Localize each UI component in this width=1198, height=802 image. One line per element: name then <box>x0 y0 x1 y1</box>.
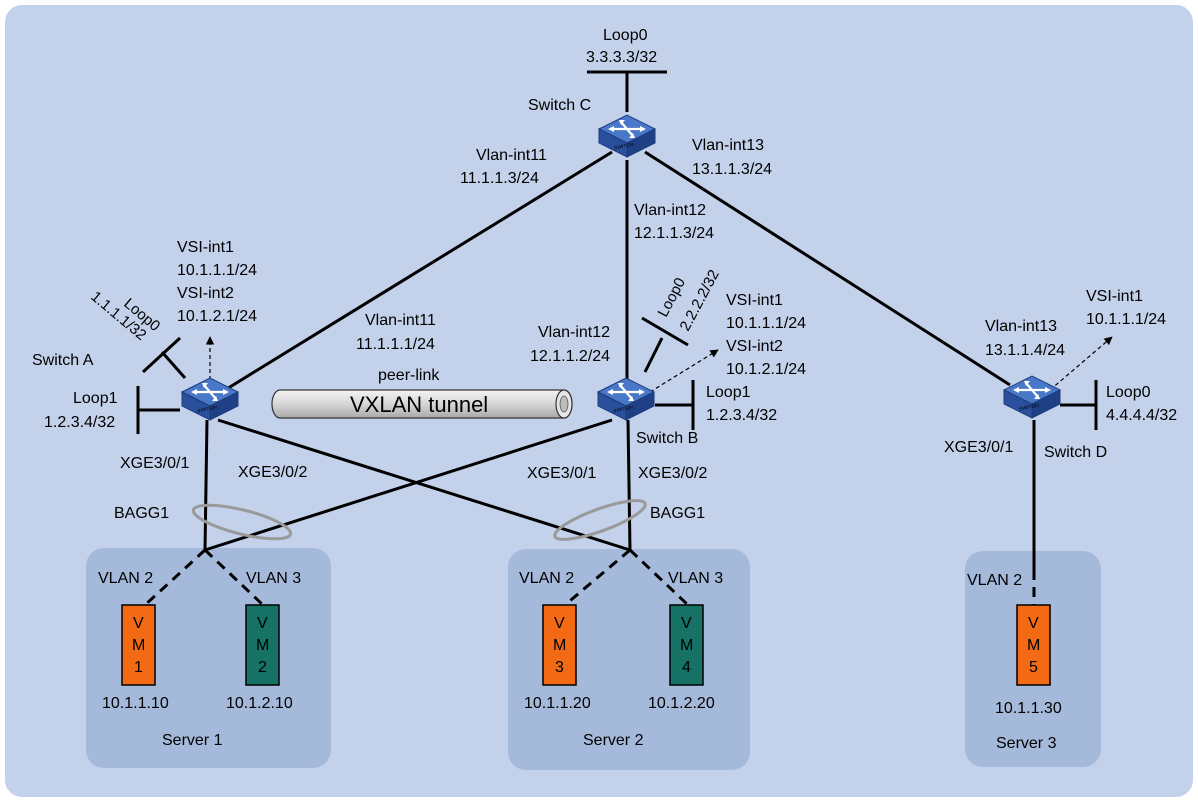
vm-1-letter-m: M <box>132 637 145 654</box>
link-a-to-server1 <box>203 419 209 551</box>
switch-b-vsi1-label: VSI-int1 <box>726 292 783 309</box>
switch-c-vi13-ip: 13.1.1.3/24 <box>692 161 772 178</box>
switch-d-labels: Switch D Loop0 4.4.4.4/32 VSI-int1 10.1.… <box>944 288 1177 461</box>
vm-5-ip: 10.1.1.30 <box>995 700 1062 717</box>
vm-2[interactable]: V M 2 <box>245 604 280 686</box>
switch-c-vi12-ip: 12.1.1.3/24 <box>634 225 714 242</box>
switch-a-bagg: BAGG1 <box>114 505 169 522</box>
switch-c-vi12-label: Vlan-int12 <box>634 202 706 219</box>
switch-d-loop0-ip: 4.4.4.4/32 <box>1106 407 1177 424</box>
switch-d-loop0-label: Loop0 <box>1106 384 1151 401</box>
vm-5-letter-m: M <box>1027 637 1040 654</box>
switch-d-vsi1-label: VSI-int1 <box>1086 288 1143 305</box>
vxlan-tunnel-label: VXLAN tunnel <box>350 392 488 417</box>
switch-d-vlan-int-ip: 13.1.1.4/24 <box>985 342 1065 359</box>
switch-c-vi13-label: Vlan-int13 <box>692 137 764 154</box>
switch-c-name: Switch C <box>528 97 591 114</box>
switch-c-loop0-ip: 3.3.3.3/32 <box>586 49 657 66</box>
bagg-ellipse-server1 <box>191 503 293 541</box>
vm-2-letter-v: V <box>257 615 268 632</box>
vm-4-letter-n: 4 <box>682 659 691 676</box>
vm-5[interactable]: V M 5 <box>1016 604 1051 686</box>
server-3-vlan-2: VLAN 2 <box>967 572 1022 589</box>
vm-4-letter-m: M <box>680 637 693 654</box>
link-c-to-d <box>644 150 1011 387</box>
switch-b-vsi2-label: VSI-int2 <box>726 338 783 355</box>
switch-d-vlan-int-label: Vlan-int13 <box>985 318 1057 335</box>
vm-2-letter-n: 2 <box>258 659 267 676</box>
switch-a-vlan-int-label: Vlan-int11 <box>365 312 436 329</box>
link-c-to-a <box>224 150 613 392</box>
vsi-arrows <box>205 336 1113 393</box>
switch-c-vi11-ip: 11.1.1.3/24 <box>460 170 539 187</box>
server-2-vlan-3: VLAN 3 <box>668 570 723 587</box>
switch-b-vsi1-ip: 10.1.1.1/24 <box>726 315 806 332</box>
server-2-vlan-2: VLAN 2 <box>519 570 574 587</box>
switch-a-port2: XGE3/0/2 <box>238 464 307 481</box>
server-1-box <box>86 548 331 768</box>
vm-1-letter-v: V <box>133 615 144 632</box>
switch-a-vsi1-ip: 10.1.1.1/24 <box>177 262 257 279</box>
switch-b-port1: XGE3/0/1 <box>527 465 596 482</box>
vm-5-letter-v: V <box>1028 615 1039 632</box>
vm-1[interactable]: V M 1 <box>121 604 156 686</box>
vm-3-ip: 10.1.1.20 <box>524 695 591 712</box>
vm-3-letter-m: M <box>553 637 566 654</box>
vm-3[interactable]: V M 3 <box>542 604 577 686</box>
switch-a-loop0-stub <box>160 351 187 379</box>
switch-a-vlan-int-ip: 11.1.1.1/24 <box>356 336 435 353</box>
server-2: VLAN 2 VLAN 3 V M 3 V M 4 10.1.1.20 10.1… <box>519 570 723 749</box>
vm-5-letter-n: 5 <box>1029 659 1038 676</box>
switch-c-labels: Loop0 3.3.3.3/32 Switch C Vlan-int11 11.… <box>460 27 772 242</box>
server-1: VLAN 2 VLAN 3 V M 1 V M 2 10.1.1.10 10.1… <box>98 570 301 749</box>
vm-4-letter-v: V <box>681 615 692 632</box>
switch-a-loop1-ip: 1.2.3.4/32 <box>44 414 115 431</box>
switch-a-loop1-label: Loop1 <box>73 390 118 407</box>
server-1-vlan-3: VLAN 3 <box>246 570 301 587</box>
vm-3-letter-v: V <box>554 615 565 632</box>
switch-b-vsi2-ip: 10.1.2.1/24 <box>726 361 806 378</box>
switch-b-name: Switch B <box>636 430 698 447</box>
vm-2-letter-m: M <box>256 637 269 654</box>
switch-a-name: Switch A <box>32 352 94 369</box>
vm-2-ip: 10.1.2.10 <box>226 695 293 712</box>
peer-link-label: peer-link <box>378 367 440 384</box>
switch-b-loop0-bar <box>641 316 689 347</box>
server-2-name: Server 2 <box>583 732 644 749</box>
switch-c-vi11-label: Vlan-int11 <box>476 147 547 164</box>
vm-4[interactable]: V M 4 <box>669 604 704 686</box>
switch-d-name: Switch D <box>1044 444 1107 461</box>
vxlan-tunnel: VXLAN tunnel <box>271 389 573 419</box>
switch-a-vsi2-ip: 10.1.2.1/24 <box>177 308 257 325</box>
switch-b-loop0-stub <box>643 337 664 373</box>
vm-4-ip: 10.1.2.20 <box>648 695 715 712</box>
link-b-to-server2 <box>626 419 632 551</box>
switch-b-port2: XGE3/0/2 <box>638 465 707 482</box>
link-b-to-server1 <box>204 418 613 552</box>
switch-c-loop0-label: Loop0 <box>603 27 648 44</box>
switch-b-bagg: BAGG1 <box>650 505 705 522</box>
switch-b-loop1-label: Loop1 <box>706 384 751 401</box>
switch-a-loop0-bar <box>141 336 182 374</box>
server-3-name: Server 3 <box>996 735 1057 752</box>
vm-1-ip: 10.1.1.10 <box>102 695 169 712</box>
server-3: VLAN 2 V M 5 10.1.1.30 Server 3 <box>967 572 1062 752</box>
switch-b-loop1-ip: 1.2.3.4/32 <box>706 407 777 424</box>
bagg-ellipse-server2 <box>553 499 647 541</box>
server-1-name: Server 1 <box>162 732 223 749</box>
switch-a-vsi1-label: VSI-int1 <box>177 239 234 256</box>
vm-3-letter-n: 3 <box>555 659 564 676</box>
switch-a-vsi2-label: VSI-int2 <box>177 285 234 302</box>
vlan-dashed-links <box>143 548 1036 607</box>
server-1-vlan-2: VLAN 2 <box>98 570 153 587</box>
switch-d-port1: XGE3/0/1 <box>944 439 1013 456</box>
switch-d-vsi1-ip: 10.1.1.1/24 <box>1086 311 1166 328</box>
switch-b-vlan-int-label: Vlan-int12 <box>538 324 610 341</box>
switch-a-port1: XGE3/0/1 <box>120 455 189 472</box>
switch-b-vsi-arrow <box>649 349 719 393</box>
switch-b-vlan-int-ip: 12.1.1.2/24 <box>530 348 610 365</box>
vm-1-letter-n: 1 <box>134 659 143 676</box>
